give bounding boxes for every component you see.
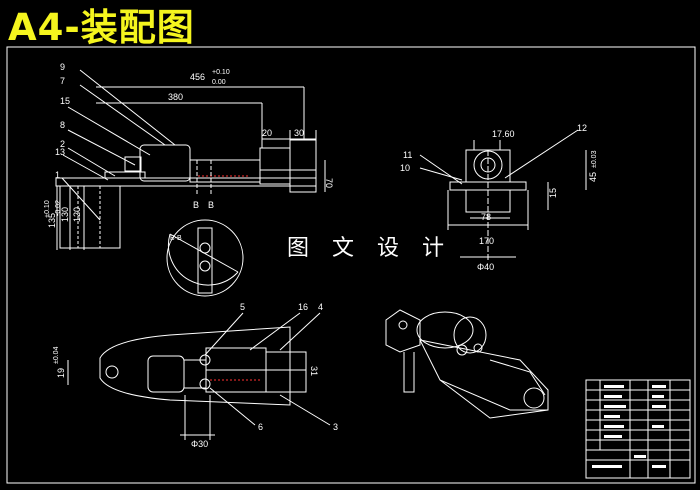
mounting-column xyxy=(59,185,121,249)
dim-456: 456 xyxy=(190,72,205,82)
section-label: B-B xyxy=(170,235,182,242)
dim-d40: Φ40 xyxy=(477,262,494,272)
balloon-7: 7 xyxy=(60,76,65,86)
balloon-8: 8 xyxy=(60,120,65,130)
dim-17-60: 17.60 xyxy=(492,129,515,139)
sheet-border xyxy=(6,46,696,484)
jaw xyxy=(289,139,317,193)
balloon-4: 4 xyxy=(318,302,323,312)
section-view xyxy=(166,219,244,297)
balloon-1: 1 xyxy=(55,170,60,180)
balloon-10: 10 xyxy=(400,163,410,173)
dim-30: 30 xyxy=(294,128,304,138)
dim-15: 15 xyxy=(548,188,558,198)
isometric-view xyxy=(385,309,549,419)
dim-20: 20 xyxy=(262,128,272,138)
balloon-6: 6 xyxy=(258,422,263,432)
dim-19-tol: ±0.04 xyxy=(53,346,60,364)
balloon-3: 3 xyxy=(333,422,338,432)
section-mark-b-left: B xyxy=(193,200,199,210)
balloon-11: 11 xyxy=(403,150,412,160)
dim-78: 78 xyxy=(481,212,491,222)
cylinder xyxy=(139,144,191,182)
dim-70: 70 xyxy=(324,178,334,188)
dim-130: 130 xyxy=(60,207,70,222)
side-view xyxy=(419,129,587,262)
drawing-title: A4-装配图 xyxy=(8,6,195,49)
dim-456-tol-up: +0.10 xyxy=(212,69,230,76)
dim-456-tol-dn: 0.00 xyxy=(212,79,226,86)
balloon-13: 13 xyxy=(55,147,65,157)
balloon-15: 15 xyxy=(60,96,70,106)
top-view xyxy=(67,312,331,440)
balloon-5: 5 xyxy=(240,302,245,312)
dim-170: 170 xyxy=(479,236,494,246)
dim-d30: Φ30 xyxy=(191,439,208,449)
balloon-12: 12 xyxy=(577,123,587,133)
dim-135-tol-dn: -0.02 xyxy=(55,200,62,216)
title-block xyxy=(585,379,691,479)
front-view xyxy=(55,69,326,250)
balloon-2: 2 xyxy=(60,139,65,149)
dim-380: 380 xyxy=(168,92,183,102)
balloon-16: 16 xyxy=(298,302,308,312)
balloon-9: 9 xyxy=(60,62,65,72)
dim-120: 120 xyxy=(72,207,82,222)
dim-135: 135 xyxy=(47,213,57,228)
dim-31: 31 xyxy=(309,366,319,376)
dim-135-tol-up: +0.10 xyxy=(44,200,51,218)
section-mark-b-right: B xyxy=(208,200,214,210)
dim-45-tol: ±0.03 xyxy=(591,150,598,168)
dim-45: 45 xyxy=(588,172,598,182)
watermark: 图 文 设 计 xyxy=(287,236,452,261)
dim-19: 19 xyxy=(56,368,66,378)
